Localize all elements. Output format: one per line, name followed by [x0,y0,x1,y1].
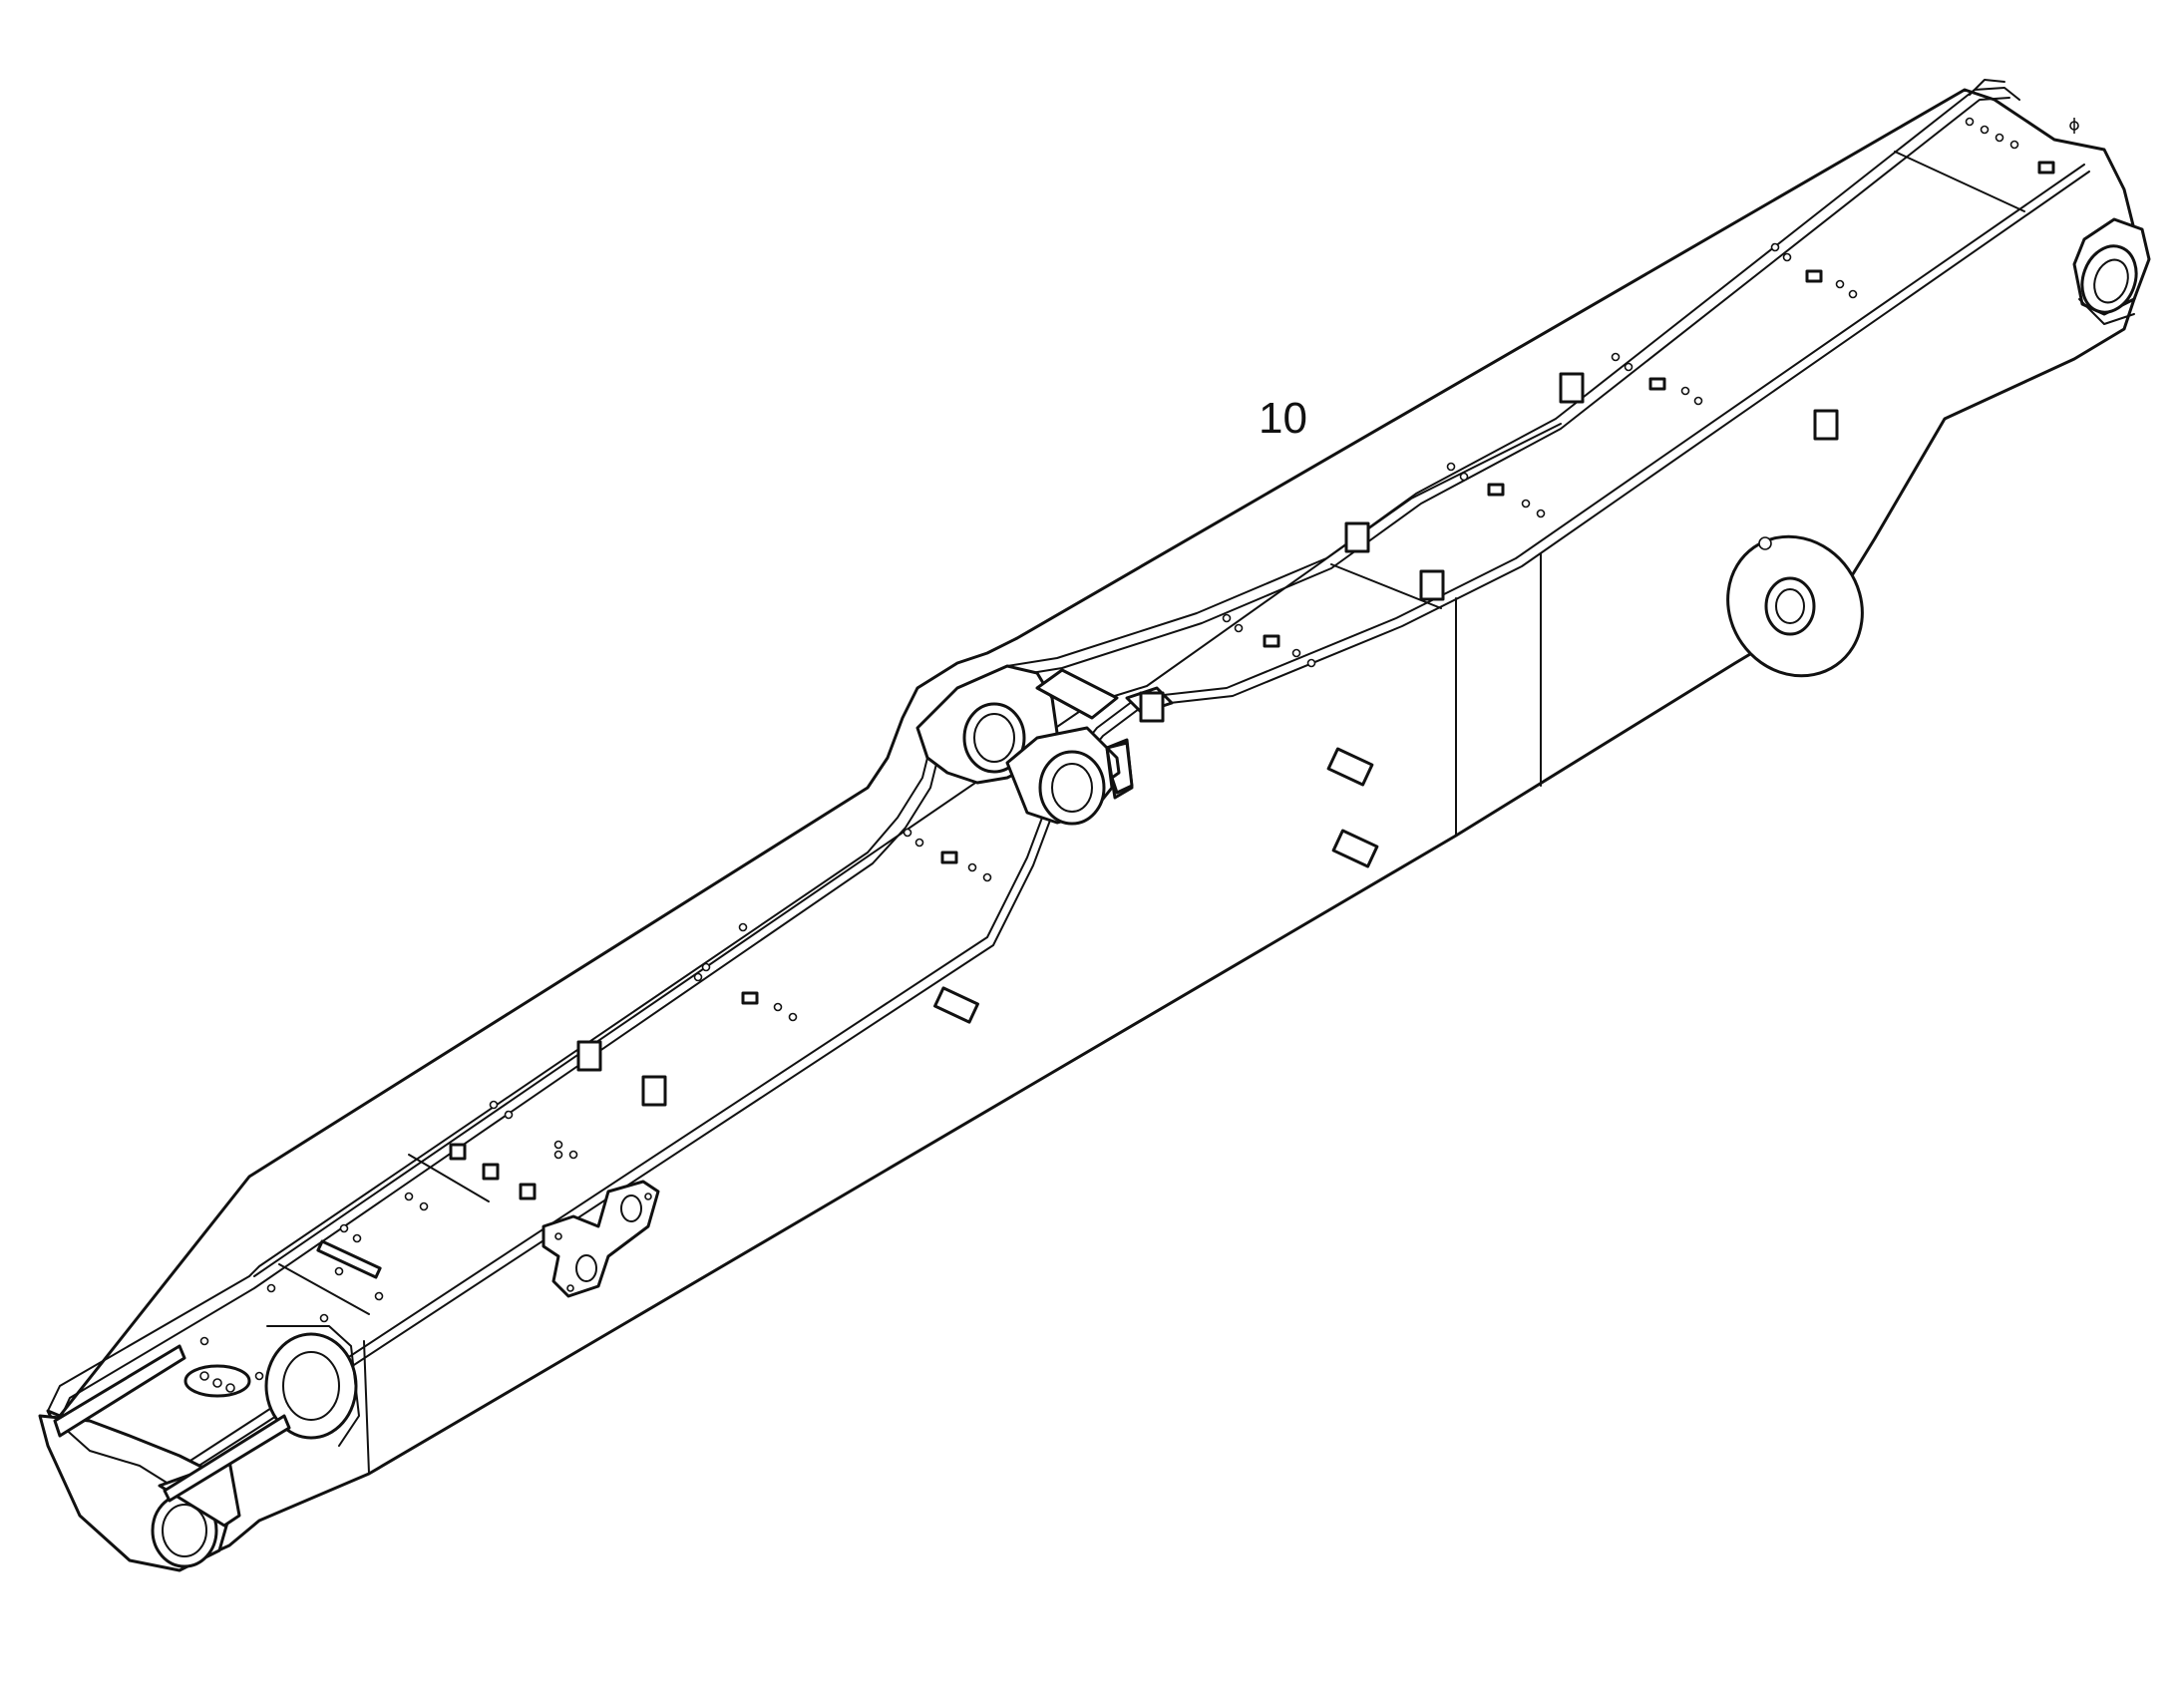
boom-side-plate [46,88,2146,1565]
manifold-bracket [542,1180,660,1298]
hose-clamps [576,372,1839,1107]
callout-label-10: 10 [1259,394,1307,443]
knuckle-pin-bore-right [1038,750,1106,826]
bolt-heads [199,117,2019,1381]
